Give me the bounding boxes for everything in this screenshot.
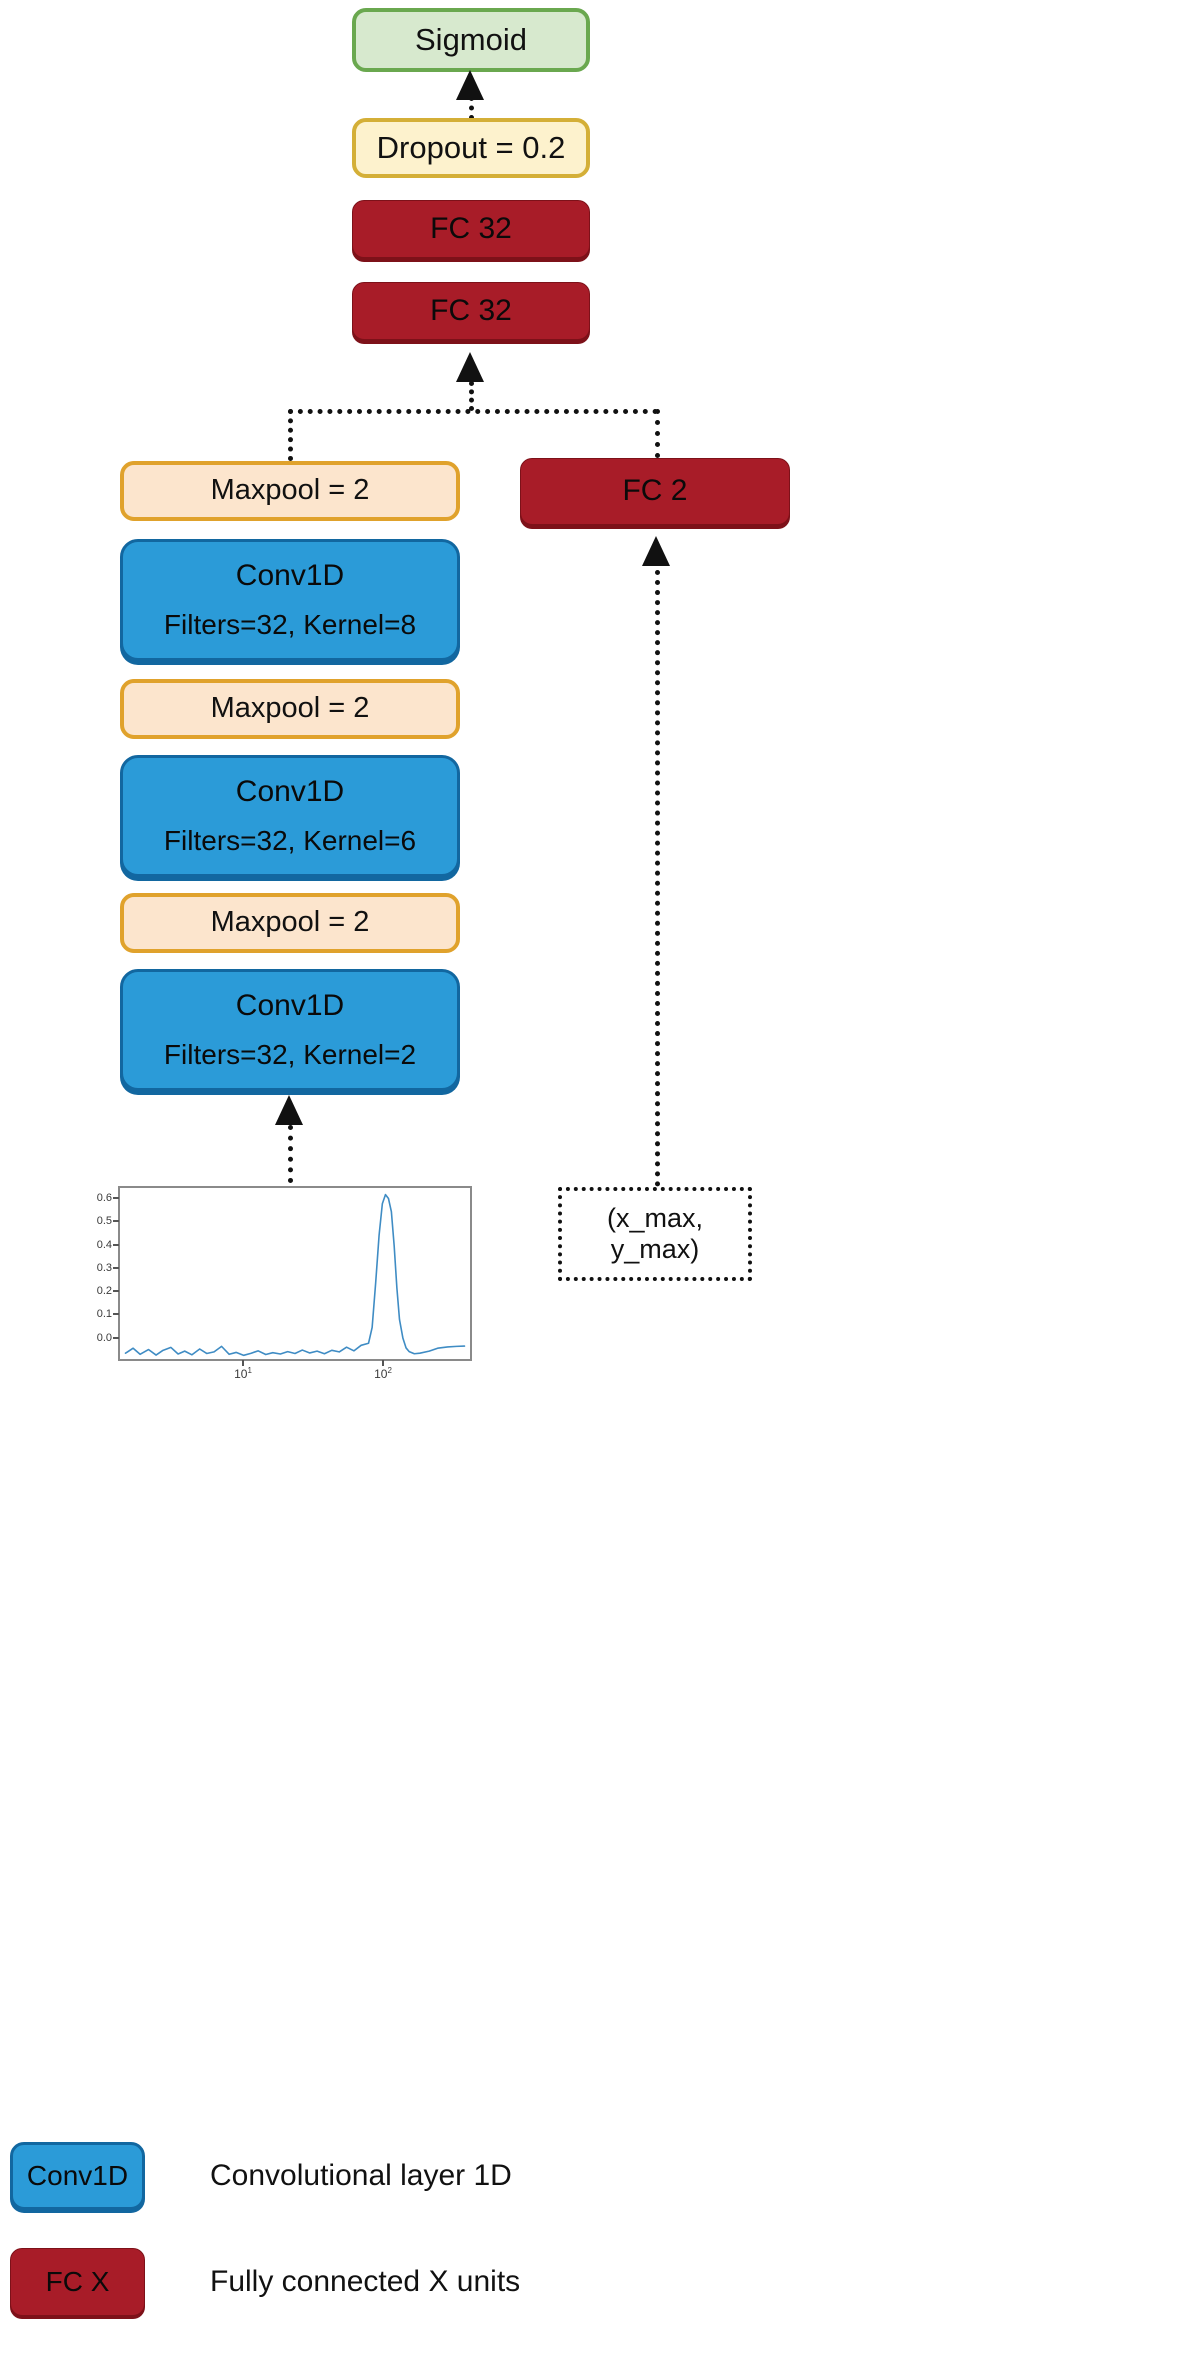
legend-desc-conv1d: Convolutional layer 1D [210,2159,512,2192]
plot-ytick-label: 0.4 [96,1238,112,1251]
node-maxpool-2: Maxpool = 2 [120,679,460,739]
plot-xtick-label: 102 [374,1366,392,1381]
plot-xtick-mark [242,1360,244,1366]
node-maxpool-3: Maxpool = 2 [120,893,460,953]
node-scalar-input: (x_max, y_max) [558,1187,752,1281]
legend-row-fc: FC X Fully connected X units [10,2248,520,2316]
connector-merge-to-fc2 [655,409,660,458]
node-conv-1-params: Filters=32, Kernel=8 [163,609,417,641]
node-maxpool-1: Maxpool = 2 [120,461,460,521]
arrowhead-merge-to-fc32 [456,352,484,382]
node-conv-3-params: Filters=32, Kernel=2 [163,1039,417,1071]
node-conv-2-label: Conv1D [235,774,345,808]
connector-scalar-to-fc2 [655,570,660,1187]
legend-chip-fcx-label: FC X [45,2266,110,2297]
connector-merge-stem [469,381,474,411]
node-conv-3-label: Conv1D [235,988,345,1022]
node-sigmoid-label: Sigmoid [415,22,527,58]
plot-curve-svg [124,1193,466,1357]
arrowhead-to-conv3 [275,1095,303,1125]
arrowhead-to-fc2 [642,536,670,566]
legend-chip-conv1d: Conv1D [10,2142,145,2210]
node-fc2-label: FC 2 [622,474,688,508]
node-conv-2-params: Filters=32, Kernel=6 [163,825,417,857]
node-fc2: FC 2 [520,458,790,525]
node-sigmoid: Sigmoid [352,8,590,72]
connector-merge-bar [288,409,658,414]
plot-ytick-mark [113,1266,119,1269]
node-fc32-second: FC 32 [352,282,590,340]
node-fc32-top: FC 32 [352,200,590,258]
plot-ytick-label: 0.0 [96,1331,112,1344]
plot-ytick-mark [113,1313,119,1316]
node-scalar-input-label: (x_max, y_max) [606,1202,704,1264]
plot-xtick-label: 101 [234,1366,252,1381]
connector-dropout-to-sigmoid [469,96,474,120]
node-conv-1: Conv1D Filters=32, Kernel=8 [120,539,460,661]
connector-spectrum-to-conv3 [288,1125,293,1183]
node-conv-3: Conv1D Filters=32, Kernel=2 [120,969,460,1091]
plot-ytick-label: 0.2 [96,1285,112,1298]
node-maxpool-1-label: Maxpool = 2 [210,474,370,507]
plot-ytick-mark [113,1290,119,1293]
plot-frame [118,1186,472,1361]
node-maxpool-2-label: Maxpool = 2 [210,692,370,725]
legend-row-conv: Conv1D Convolutional layer 1D [10,2142,512,2210]
legend-desc-fcx: Fully connected X units [210,2265,521,2298]
plot-ytick-mark [113,1220,119,1223]
connector-merge-to-maxpool1 [288,409,293,461]
arrowhead-to-sigmoid [456,70,484,100]
plot-ytick-mark [113,1336,119,1339]
legend-chip-fcx: FC X [10,2248,145,2316]
node-dropout: Dropout = 0.2 [352,118,590,178]
plot-ytick-label: 0.3 [96,1261,112,1274]
node-fc32-second-label: FC 32 [430,293,512,327]
node-dropout-label: Dropout = 0.2 [376,130,566,166]
plot-xtick-mark [382,1360,384,1366]
node-conv-2: Conv1D Filters=32, Kernel=6 [120,755,460,877]
node-maxpool-3-label: Maxpool = 2 [210,906,370,939]
plot-ytick-mark [113,1196,119,1199]
plot-ytick-mark [113,1243,119,1246]
input-spectrum-plot: 0.0 0.1 0.2 0.3 0.4 0.5 0.6 101 102 [97,1186,472,1381]
node-fc32-top-label: FC 32 [430,211,512,245]
node-conv-1-label: Conv1D [235,558,345,592]
plot-ytick-label: 0.1 [96,1308,112,1321]
plot-ytick-label: 0.6 [96,1191,112,1204]
plot-ytick-label: 0.5 [96,1215,112,1228]
legend-chip-conv1d-label: Conv1D [26,2160,129,2191]
